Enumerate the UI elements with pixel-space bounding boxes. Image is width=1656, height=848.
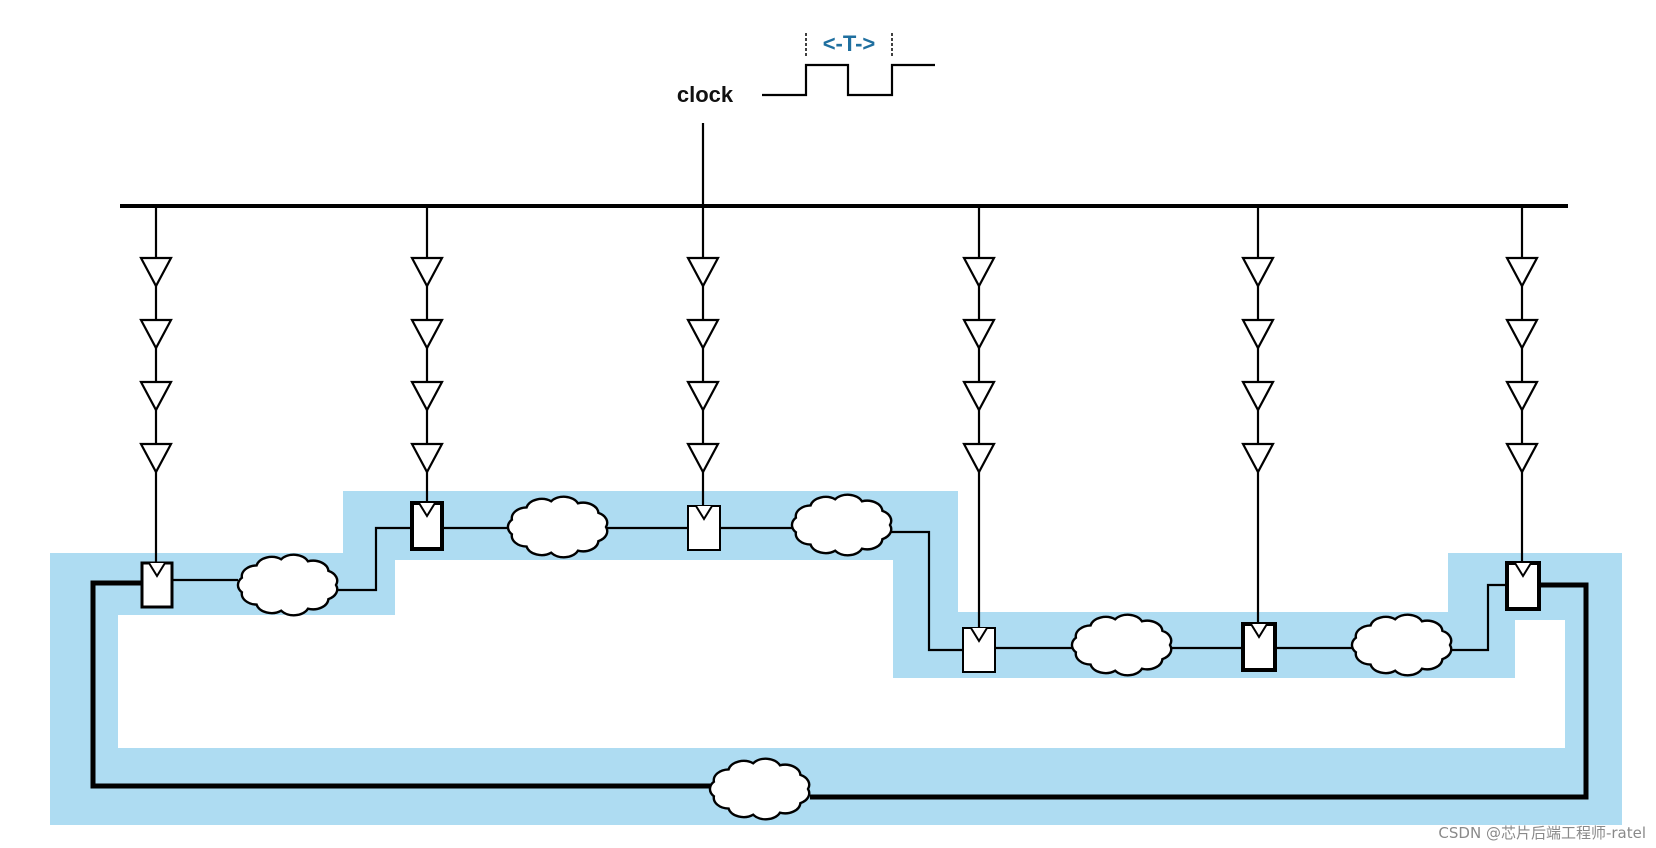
clock-buffer-icon [1505, 442, 1539, 475]
clock-pin-icon [418, 502, 436, 518]
clock-buffer-icon [686, 256, 720, 289]
watermark: CSDN @芯片后端工程师-ratel [1438, 824, 1646, 842]
clock-buffer-icon [1241, 256, 1275, 289]
clock-buffer-icon [686, 318, 720, 351]
flip-flop-5 [1241, 622, 1277, 672]
clock-branch-2 [410, 206, 444, 503]
flip-flop-3 [687, 505, 721, 551]
clock-buffer-icon [139, 318, 173, 351]
combinational-logic-cloud-6 [708, 757, 811, 821]
clock-buffer-icon [1241, 318, 1275, 351]
data-path [90, 493, 1589, 821]
clock-buffer-icon [139, 256, 173, 289]
clock-waveform: <-T-> [762, 31, 935, 97]
clock-pin-icon [1514, 562, 1532, 578]
clock-buffer-icon [410, 318, 444, 351]
clock-buffer-icon [962, 256, 996, 289]
clock-buffer-icon [1505, 380, 1539, 413]
clock-buffer-icon [410, 442, 444, 475]
clock-buffer-icon [410, 256, 444, 289]
combinational-logic-cloud-4 [1070, 613, 1173, 677]
data-wire-10 [1451, 583, 1507, 652]
data-wire-11 [810, 582, 1589, 800]
clock-buffer-icon [686, 380, 720, 413]
clock-buffer-icon [1241, 380, 1275, 413]
period-label: <-T-> [823, 31, 876, 56]
clock-buffer-icon [1505, 256, 1539, 289]
clock-pin-icon [148, 562, 166, 578]
clock-branch-4 [962, 206, 996, 628]
combinational-logic-cloud-1 [236, 553, 339, 617]
clock-buffer-icon [139, 380, 173, 413]
flip-flop-6 [1505, 561, 1541, 611]
clock-pin-icon [970, 627, 988, 643]
combinational-logic-cloud-2 [506, 495, 609, 559]
combinational-logic-cloud-5 [1350, 613, 1453, 677]
clock-buffer-icon [962, 318, 996, 351]
clock-buffer-icon [410, 380, 444, 413]
clock-branch-3 [686, 206, 720, 506]
data-wire-12 [90, 580, 712, 789]
highlight-band [50, 491, 1622, 825]
clock-buffer-icon [962, 442, 996, 475]
clock-branch-6 [1505, 206, 1539, 563]
flip-flop-4 [962, 627, 996, 673]
clock-label: clock [677, 82, 734, 107]
flip-flop-1 [140, 561, 174, 609]
clock-buffer-icon [686, 442, 720, 475]
highlight-region [50, 491, 1622, 825]
data-wire-2 [338, 526, 412, 592]
clock-branch-5 [1241, 206, 1275, 624]
clock-buffer-icon [962, 380, 996, 413]
clock-buffer-icon [139, 442, 173, 475]
data-wire-6 [890, 530, 963, 652]
clock-pin-icon [695, 505, 713, 521]
clock-branches [139, 206, 1539, 628]
clock-pin-icon [1250, 623, 1268, 639]
flip-flop-2 [410, 501, 444, 551]
clock-buffer-icon [1241, 442, 1275, 475]
clock-buffer-icon [1505, 318, 1539, 351]
clock-waveform-line [762, 63, 935, 97]
combinational-logic-cloud-3 [790, 493, 893, 557]
clock-branch-1 [139, 206, 173, 563]
